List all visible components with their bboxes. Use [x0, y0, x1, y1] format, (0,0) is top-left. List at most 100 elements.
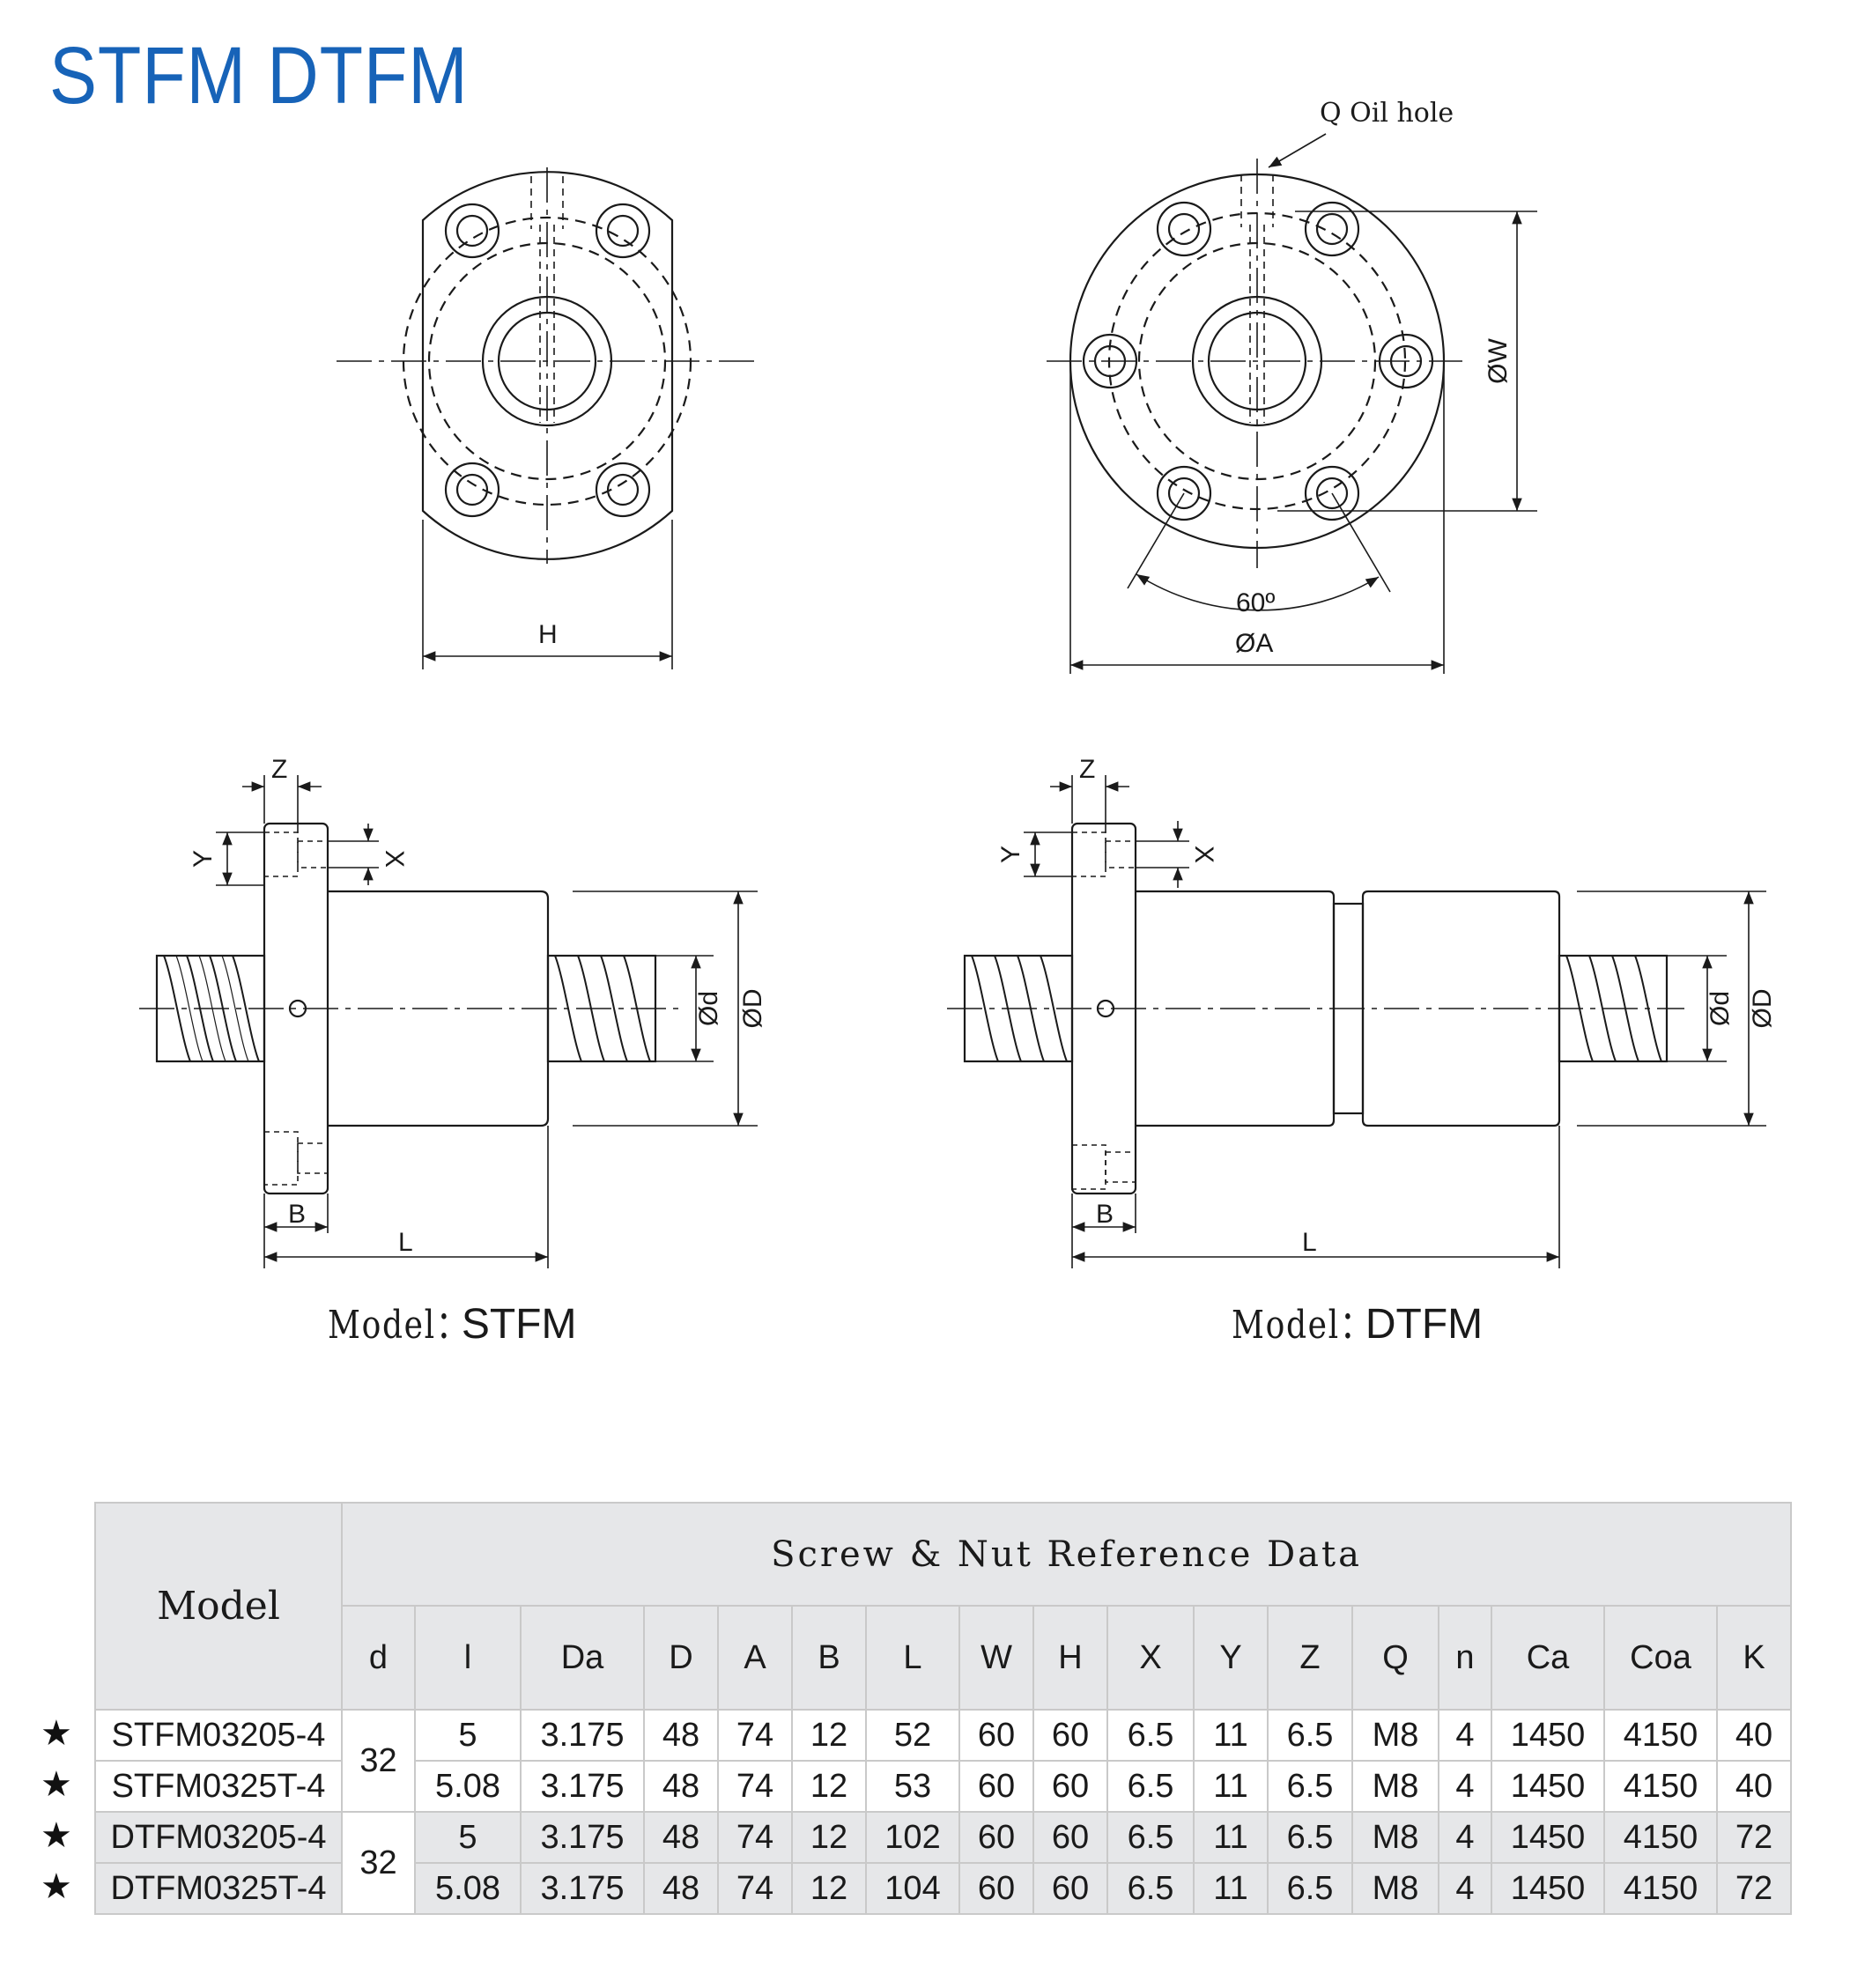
col-header: H — [1032, 1605, 1108, 1711]
col-header: K — [1716, 1605, 1792, 1711]
dim-w-label: ØW — [1484, 337, 1513, 383]
cell-d: 32 — [341, 1811, 416, 1915]
cell-Coa: 4150 — [1603, 1862, 1718, 1915]
dim-y-label-left: Y — [189, 850, 218, 868]
cell-D: 48 — [643, 1862, 719, 1915]
caption-model-name: STFM — [461, 1301, 577, 1348]
page-title: STFM DTFM — [49, 31, 469, 121]
star-icon: ★ — [41, 1765, 72, 1804]
cell-K: 72 — [1716, 1862, 1792, 1915]
cell-D: 48 — [643, 1811, 719, 1864]
cell-Q: M8 — [1351, 1862, 1439, 1915]
side-view-stfm — [139, 775, 758, 1268]
col-header: L — [865, 1605, 960, 1711]
dim-h-label: H — [538, 620, 558, 649]
cell-n: 4 — [1438, 1709, 1492, 1762]
cell-Z: 6.5 — [1267, 1760, 1353, 1813]
col-header: n — [1438, 1605, 1492, 1711]
cell-L: 104 — [865, 1862, 960, 1915]
cell-Coa: 4150 — [1603, 1709, 1718, 1762]
cell-H: 60 — [1032, 1709, 1108, 1762]
cell-X: 6.5 — [1106, 1760, 1195, 1813]
reference-table: Model Screw & Nut Reference Data d l Da … — [94, 1502, 1792, 1915]
cell-da: 3.175 — [520, 1862, 645, 1915]
cell-B: 12 — [791, 1709, 867, 1762]
cell-X: 6.5 — [1106, 1709, 1195, 1762]
side-view-dtfm — [947, 775, 1766, 1268]
col-header: l — [414, 1605, 522, 1711]
cell-Y: 11 — [1193, 1760, 1269, 1813]
dim-l-label-left: L — [398, 1228, 413, 1257]
table-row: DTFM0325T-4 5.08 3.175 48 74 12 104 60 6… — [94, 1862, 1792, 1915]
oil-hole-label: Q Oil hole — [1320, 98, 1454, 129]
cell-Coa: 4150 — [1603, 1760, 1718, 1813]
model-cell: DTFM0325T-4 — [94, 1862, 343, 1915]
col-header: B — [791, 1605, 867, 1711]
cell-da: 3.175 — [520, 1709, 645, 1762]
col-header: Z — [1267, 1605, 1353, 1711]
cell-A: 74 — [717, 1862, 793, 1915]
cell-Y: 11 — [1193, 1862, 1269, 1915]
technical-drawings: Q Oil hole H ØW 60º ØA Z Y X Ød ØD B L Z… — [139, 98, 1777, 1268]
col-header: d — [341, 1605, 416, 1711]
caption-model-name: DTFM — [1365, 1301, 1484, 1348]
cell-da: 3.175 — [520, 1811, 645, 1864]
dim-z-label-left: Z — [271, 755, 287, 784]
cell-B: 12 — [791, 1811, 867, 1864]
cell-D: 48 — [643, 1709, 719, 1762]
cell-L: 52 — [865, 1709, 960, 1762]
col-header: D — [643, 1605, 719, 1711]
front-view-stfm — [337, 167, 758, 669]
cell-H: 60 — [1032, 1862, 1108, 1915]
col-header: Ca — [1491, 1605, 1605, 1711]
cell-l: 5.08 — [414, 1760, 522, 1813]
cell-Coa: 4150 — [1603, 1811, 1718, 1864]
cell-Q: M8 — [1351, 1760, 1439, 1813]
group-header: Screw & Nut Reference Data — [341, 1502, 1792, 1607]
dim-l-label-right: L — [1302, 1228, 1317, 1257]
star-icon: ★ — [41, 1816, 72, 1855]
cell-A: 74 — [717, 1709, 793, 1762]
dim-y-label-right: Y — [996, 846, 1025, 863]
dim-a-label: ØA — [1235, 629, 1273, 658]
cell-n: 4 — [1438, 1811, 1492, 1864]
model-cell: STFM0325T-4 — [94, 1760, 343, 1813]
cell-Ca: 1450 — [1491, 1760, 1605, 1813]
cell-X: 6.5 — [1106, 1811, 1195, 1864]
cell-W: 60 — [958, 1709, 1034, 1762]
angle-label: 60º — [1236, 588, 1275, 617]
cell-Ca: 1450 — [1491, 1811, 1605, 1864]
cell-da: 3.175 — [520, 1760, 645, 1813]
cell-A: 74 — [717, 1760, 793, 1813]
col-header: A — [717, 1605, 793, 1711]
caption-stfm: Model：STFM — [328, 1293, 576, 1349]
dim-d-big-label-right: ØD — [1748, 989, 1777, 1029]
col-header: Da — [520, 1605, 645, 1711]
reference-table-wrapper: Model Screw & Nut Reference Data d l Da … — [94, 1502, 1792, 1915]
front-view-dtfm — [1047, 133, 1537, 674]
table-row: STFM03205-4 32 5 3.175 48 74 12 52 60 60… — [94, 1709, 1792, 1813]
cell-W: 60 — [958, 1862, 1034, 1915]
col-header: Y — [1193, 1605, 1269, 1711]
cell-W: 60 — [958, 1811, 1034, 1864]
dim-b-label-right: B — [1096, 1200, 1114, 1229]
model-header: Model — [94, 1502, 343, 1711]
cell-Q: M8 — [1351, 1811, 1439, 1864]
caption-dtfm: Model：DTFM — [1232, 1293, 1483, 1349]
dim-b-label-left: B — [288, 1200, 306, 1229]
cell-l: 5 — [414, 1811, 522, 1864]
cell-d: 32 — [341, 1709, 416, 1813]
dim-z-label-right: Z — [1079, 755, 1095, 784]
col-header: W — [958, 1605, 1034, 1711]
cell-K: 40 — [1716, 1760, 1792, 1813]
col-header: X — [1106, 1605, 1195, 1711]
cell-Z: 6.5 — [1267, 1811, 1353, 1864]
star-icon: ★ — [41, 1714, 72, 1753]
cell-K: 40 — [1716, 1709, 1792, 1762]
cell-X: 6.5 — [1106, 1862, 1195, 1915]
cell-Ca: 1450 — [1491, 1862, 1605, 1915]
dim-d-small-label-left: Ød — [694, 991, 723, 1026]
dim-d-big-label-left: ØD — [738, 989, 767, 1029]
caption-prefix: Model： — [328, 1303, 470, 1348]
col-header: Q — [1351, 1605, 1439, 1711]
